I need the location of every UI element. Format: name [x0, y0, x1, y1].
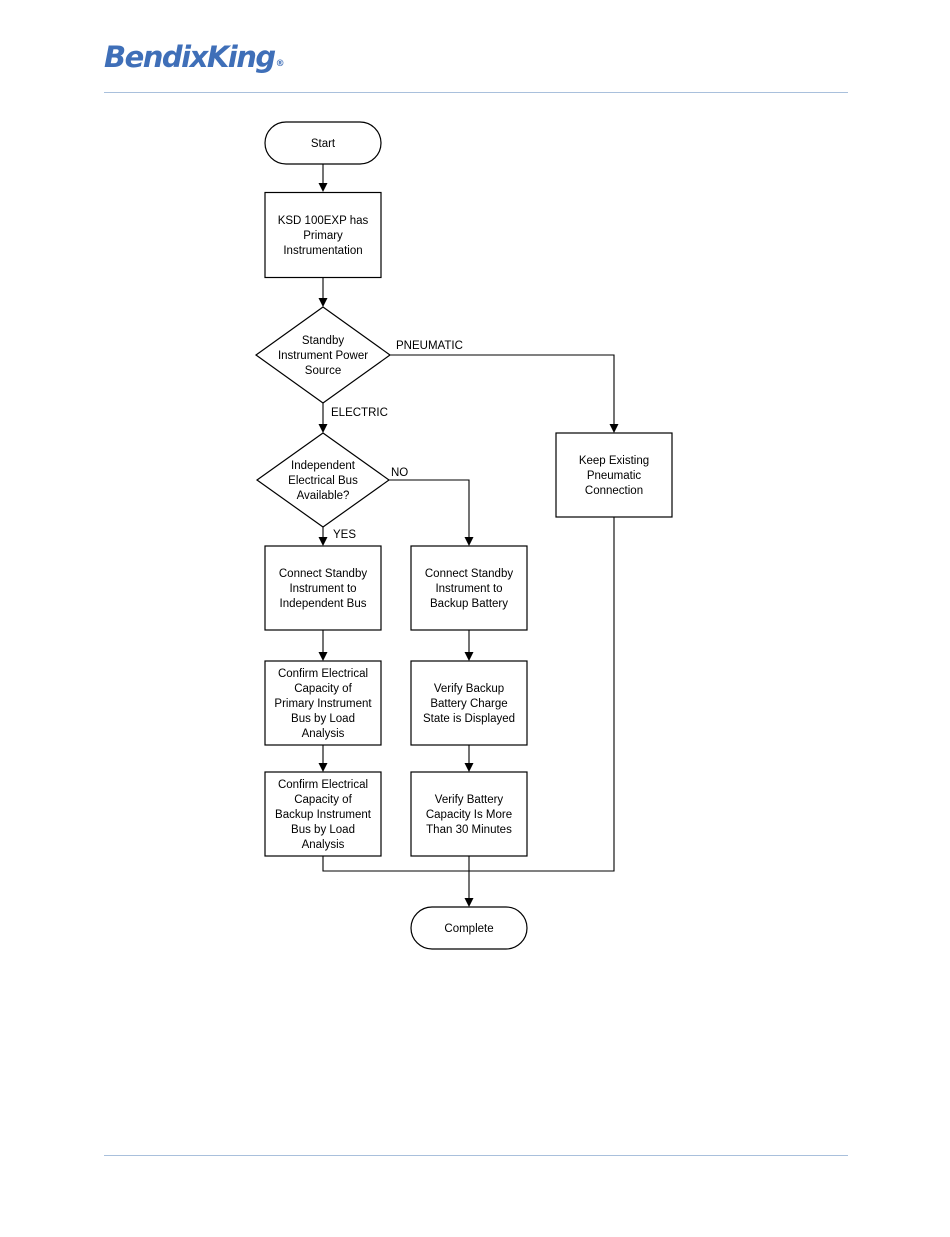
node-confirm-primary-line-5: Analysis [302, 728, 345, 740]
node-start: Start [264, 121, 382, 165]
node-independent-bus-line-2: Electrical Bus [288, 475, 358, 487]
node-complete-line-1: Complete [444, 923, 493, 935]
node-verify-capacity-line-3: Than 30 Minutes [426, 824, 512, 836]
arrowhead [318, 183, 328, 192]
node-confirm-backup-line-2: Capacity of [294, 794, 352, 806]
connector-keep-pneumatic-merge-line [469, 517, 615, 872]
logo-registered-mark: ® [275, 59, 285, 69]
node-keep-pneumatic-line-1: Keep Existing [579, 455, 649, 467]
node-connect-backup-line-2: Instrument to [435, 583, 502, 595]
connector-ksd-to-power-source [318, 278, 328, 307]
bendixking-logo: BendixKing® [104, 40, 285, 74]
edge-label-yes: YES [333, 529, 356, 541]
arrowhead [464, 763, 474, 772]
logo-text: BendixKing [104, 40, 276, 74]
node-connect-independent-line-3: Independent Bus [280, 598, 367, 610]
node-power-source-line-1: Standby [302, 335, 344, 347]
node-confirm-backup-line-5: Analysis [302, 839, 345, 851]
connector-connect-backup-to-verify-charge [464, 630, 474, 661]
node-ksd-line-1: KSD 100EXP has [278, 215, 369, 227]
arrowhead [318, 763, 328, 772]
node-confirm-backup-line-3: Backup Instrument [275, 809, 372, 821]
connector-start-to-ksd [318, 164, 328, 192]
node-start-line-1: Start [311, 138, 336, 150]
connector-independent-bus-to-connect-backup [389, 479, 474, 546]
node-confirm-primary-line-3: Primary Instrument [274, 698, 372, 710]
node-complete: Complete [410, 906, 528, 950]
footer-rule [104, 1155, 848, 1156]
arrowhead [318, 424, 328, 433]
connector-connect-independent-to-confirm-primary [318, 630, 328, 661]
edge-label-electric: ELECTRIC [331, 407, 388, 419]
connector-confirm-primary-to-confirm-backup [318, 745, 328, 772]
connector-independent-bus-to-connect-independent [318, 527, 328, 546]
node-verify-capacity-line-1: Verify Battery [435, 794, 504, 806]
node-power-source-line-3: Source [305, 365, 341, 377]
node-ksd-line-3: Instrumentation [283, 245, 362, 257]
node-connect-backup-line-1: Connect Standby [425, 568, 513, 580]
node-ksd-line-2: Primary [303, 230, 343, 242]
node-confirm-backup-line-4: Bus by Load [291, 824, 355, 836]
connector-power-source-to-keep-pneumatic [390, 354, 619, 433]
arrowhead [464, 537, 474, 546]
arrowhead [464, 898, 474, 907]
node-confirm-primary-line-2: Capacity of [294, 683, 352, 695]
connector-verify-capacity-to-complete [464, 856, 474, 907]
node-connect-independent-line-2: Instrument to [289, 583, 356, 595]
connector-power-source-to-independent-bus [318, 403, 328, 433]
node-independent-bus-line-3: Available? [297, 490, 350, 502]
node-confirm-primary-line-4: Bus by Load [291, 713, 355, 725]
arrowhead [318, 537, 328, 546]
arrowhead [609, 424, 619, 433]
node-connect-backup-line-3: Backup Battery [430, 598, 508, 610]
connector-verify-charge-to-verify-capacity [464, 745, 474, 772]
node-verify-charge-line-3: State is Displayed [423, 713, 515, 725]
node-verify-capacity-line-2: Capacity Is More [426, 809, 512, 821]
edge-label-pneumatic: PNEUMATIC [396, 340, 463, 352]
header-rule [104, 92, 848, 93]
node-verify-charge-line-2: Battery Charge [430, 698, 507, 710]
arrowhead [464, 652, 474, 661]
node-confirm-primary-line-1: Confirm Electrical [278, 668, 368, 680]
node-keep-pneumatic-line-2: Pneumatic [587, 470, 642, 482]
node-connect-independent-line-1: Connect Standby [279, 568, 367, 580]
edge-label-no: NO [391, 467, 408, 479]
node-verify-charge-line-1: Verify Backup [434, 683, 504, 695]
node-keep-pneumatic-line-3: Connection [585, 485, 643, 497]
arrowhead [318, 298, 328, 307]
connector-confirm-backup-merge-line [322, 856, 469, 872]
node-independent-bus-line-1: Independent [291, 460, 356, 472]
node-power-source-line-2: Instrument Power [278, 350, 368, 362]
node-confirm-backup-line-1: Confirm Electrical [278, 779, 368, 791]
arrowhead [318, 652, 328, 661]
